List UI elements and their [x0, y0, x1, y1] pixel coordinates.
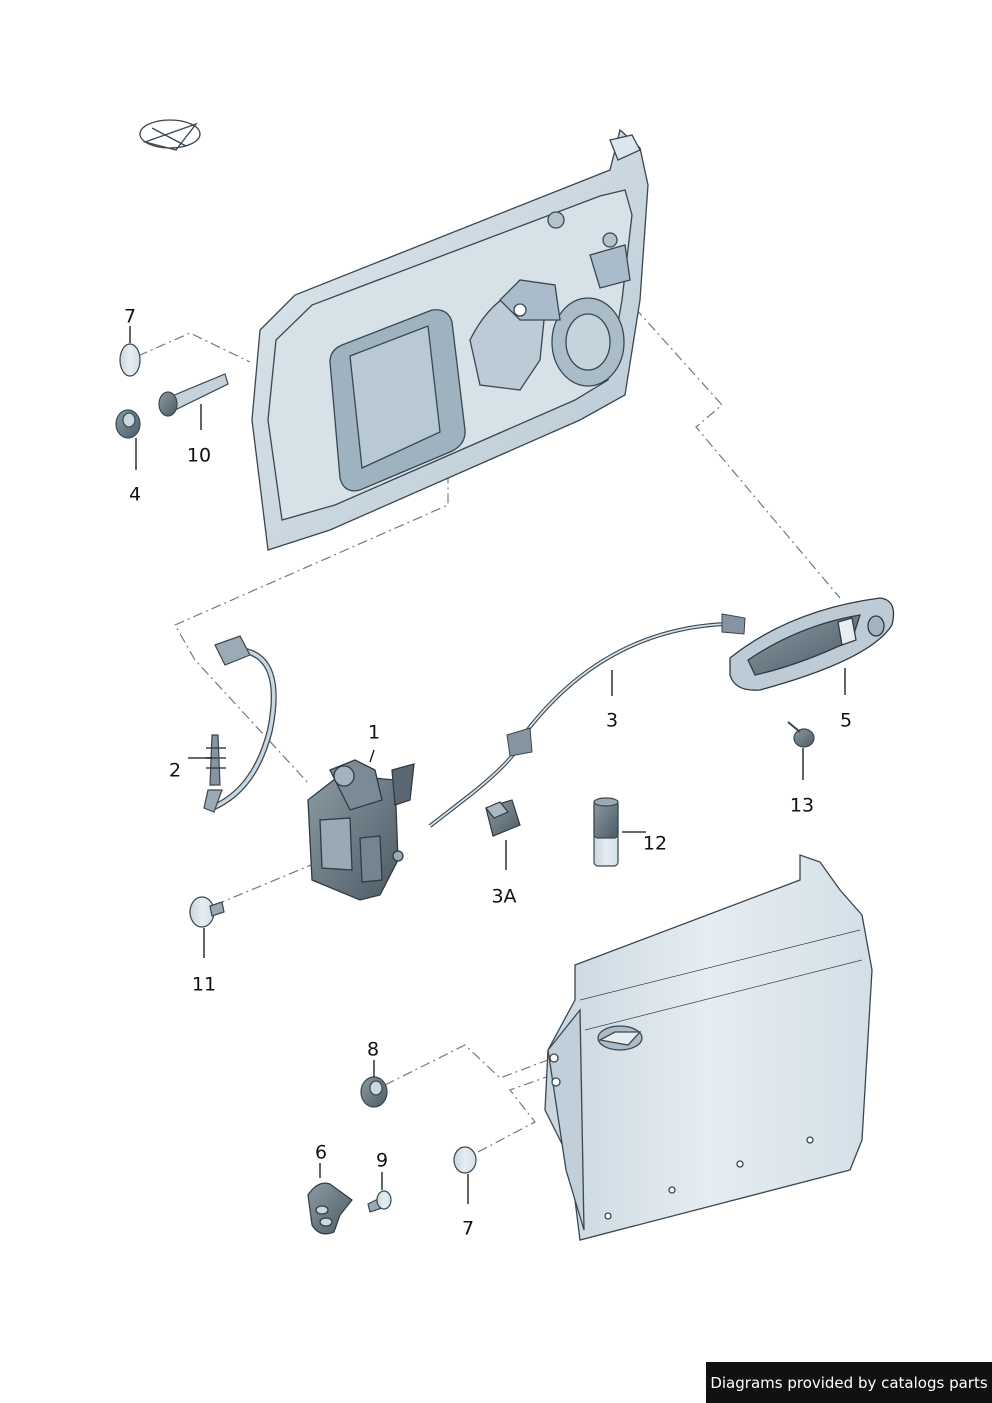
callout-7-upper: 7	[123, 305, 137, 328]
callout-lines	[129, 326, 846, 1204]
callout-2: 2	[168, 759, 182, 782]
callout-3: 3	[605, 709, 619, 732]
door-inner-frame	[251, 128, 649, 551]
cable-clip	[485, 799, 521, 837]
callout-3a: 3A	[491, 885, 517, 908]
door-lock	[307, 759, 415, 901]
hinge-bolt	[158, 373, 229, 417]
callout-4: 4	[128, 483, 142, 506]
striker-screw	[367, 1190, 392, 1213]
callout-9: 9	[375, 1149, 389, 1172]
credit-banner: Diagrams provided by catalogs parts	[706, 1362, 992, 1403]
callout-7-lower: 7	[461, 1217, 475, 1240]
striker-plate	[307, 1182, 353, 1235]
callout-10: 10	[186, 444, 212, 467]
door-outer-skin	[544, 854, 873, 1241]
grommet	[115, 409, 141, 439]
callout-8: 8	[366, 1038, 380, 1061]
wiring-harness	[203, 635, 277, 813]
callout-13: 13	[789, 794, 815, 817]
plug-cap-lower	[453, 1146, 477, 1174]
interior-door-handle	[729, 597, 895, 691]
release-cable	[428, 613, 746, 828]
plug-cap	[119, 343, 141, 377]
callout-12: 12	[642, 832, 668, 855]
callout-5: 5	[839, 709, 853, 732]
arrow-in-ellipse-icon	[139, 119, 201, 151]
grommet-lower	[360, 1076, 388, 1108]
wire-clip	[206, 734, 226, 786]
screw	[787, 721, 815, 748]
callout-11: 11	[191, 973, 217, 996]
lubricant-cylinder	[593, 797, 619, 867]
bolt	[189, 896, 225, 928]
callout-1: 1	[367, 721, 381, 744]
callout-6: 6	[314, 1141, 328, 1164]
